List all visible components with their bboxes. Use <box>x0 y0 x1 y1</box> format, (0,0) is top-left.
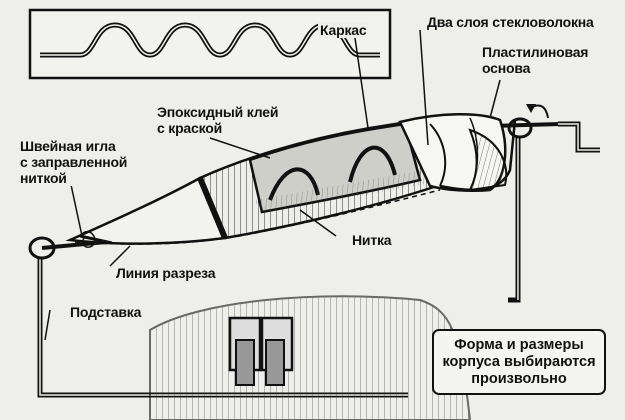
needle <box>79 230 113 249</box>
label-sewing-needle: Швейная игла с заправленной ниткой <box>18 138 130 186</box>
frame-inset <box>28 8 392 80</box>
label-plasticine-base: Пластилиновая основа <box>480 44 591 76</box>
workbench-vise <box>149 295 472 420</box>
note-box: Форма и размеры корпуса выбираются произ… <box>432 329 606 395</box>
label-stand: Подставка <box>68 304 144 320</box>
label-cut-line: Линия разреза <box>114 265 218 281</box>
label-two-fiberglass-layers: Два слоя стекловолокна <box>425 14 596 30</box>
note-line-3: произвольно <box>471 371 567 387</box>
label-frame: Каркас <box>318 22 369 38</box>
label-thread: Нитка <box>350 232 394 248</box>
note-line-2: корпуса выбираются <box>442 354 596 370</box>
label-epoxy-glue: Эпоксидный клей с краской <box>155 104 281 136</box>
note-line-1: Форма и размеры <box>454 337 584 353</box>
leader-lines <box>44 29 501 341</box>
cut-line <box>74 189 441 245</box>
fuselage-body <box>65 112 517 245</box>
